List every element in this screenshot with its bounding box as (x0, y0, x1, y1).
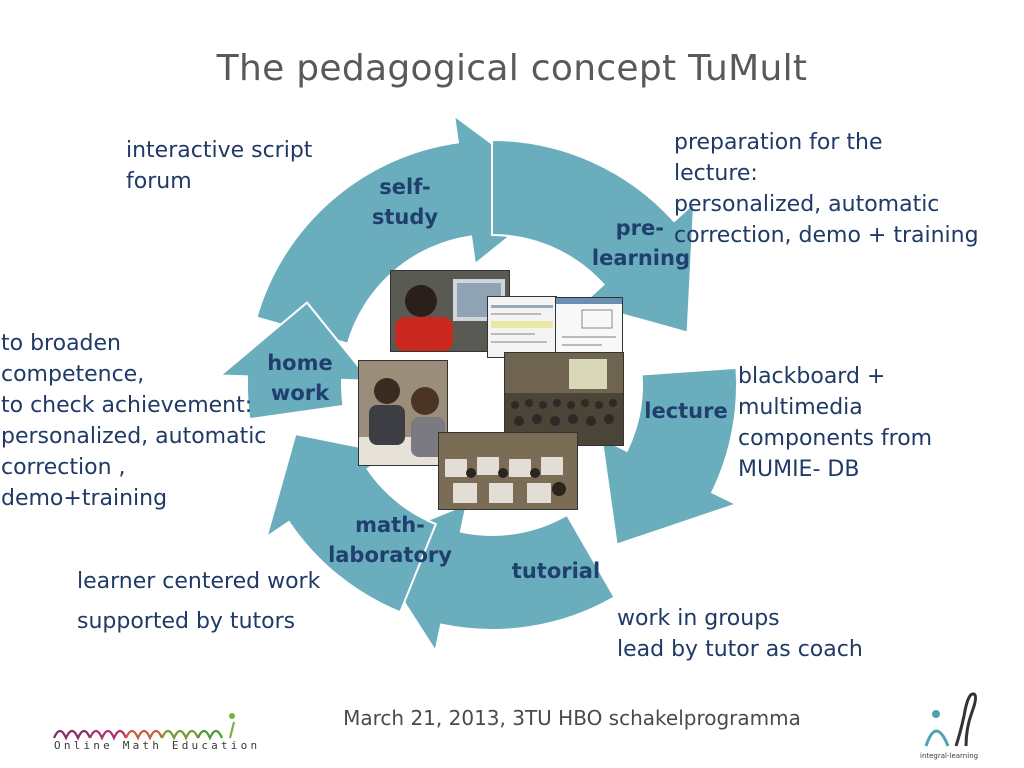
stage-label-self-study: self- study (360, 172, 450, 232)
note-tutorial: work in groups lead by tutor as coach (617, 603, 863, 665)
stage-label-lecture-line-1: lecture (644, 399, 728, 423)
note-homework-line-5: correction , (1, 455, 126, 480)
note-lecture-line-1: blackboard + (738, 364, 886, 389)
cycle-arrow-self-study (255, 113, 563, 345)
stage-label-homework: home work (258, 348, 342, 408)
note-homework-line-1: to broaden (1, 331, 121, 356)
note-tutorial-line-2: lead by tutor as coach (617, 637, 863, 662)
note-lecture-line-4: MUMIE- DB (738, 457, 860, 482)
photo-screenshot-exercise-image (488, 297, 556, 357)
photo-homework-students-image (359, 361, 447, 465)
note-self-study-line-1: interactive script (126, 138, 313, 163)
photo-screenshot-exercise (487, 296, 557, 358)
page-title: The pedagogical concept TuMult (216, 48, 808, 89)
photo-homework-students (358, 360, 448, 466)
stage-label-math-laboratory-line-2: laboratory (328, 543, 452, 567)
note-math-laboratory-line-2: supported by tutors (77, 609, 296, 634)
cycle-arrow-math-laboratory (264, 432, 438, 614)
note-math-laboratory: learner centered work supported by tutor… (77, 562, 320, 642)
cycle-arrow-pre-learning (491, 138, 696, 334)
note-homework-line-3: to check achievement: (1, 393, 253, 418)
note-tutorial-line-1: work in groups (617, 606, 780, 631)
online-math-education-logo-icon (52, 713, 236, 741)
note-pre-learning-line-2: lecture: (674, 161, 758, 186)
note-lecture-line-2: multimedia (738, 395, 863, 420)
note-lecture: blackboard + multimedia components from … (738, 361, 932, 485)
note-pre-learning-line-3: personalized, automatic (674, 192, 940, 217)
stage-label-tutorial-line-1: tutorial (511, 559, 601, 583)
note-homework: to broaden competence, to check achievem… (1, 328, 266, 514)
note-pre-learning-line-1: preparation for the (674, 130, 883, 155)
stage-label-self-study-line-1: self- (379, 175, 431, 199)
note-homework-line-2: competence, (1, 362, 145, 387)
photo-screenshot-matrix-image (556, 298, 622, 360)
stage-label-pre-learning-line-1: pre- (615, 216, 664, 240)
stage-label-homework-line-2: work (270, 381, 330, 405)
note-math-laboratory-line-1: learner centered work (77, 569, 321, 594)
cycle-arrow-lecture (600, 366, 740, 546)
stage-label-tutorial: tutorial (506, 556, 606, 586)
integral-learning-logo-text: integral-learning (920, 752, 979, 760)
footer-date: March 21, 2013, 3TU HBO schakelprogramma (343, 706, 801, 730)
stage-label-homework-line-1: home (267, 351, 333, 375)
note-homework-line-6: demo+training (1, 486, 168, 511)
integral-learning-logo-icon (924, 692, 978, 747)
cycle-arrows (217, 113, 740, 654)
note-homework-line-4: personalized, automatic (1, 424, 267, 449)
note-self-study-line-2: forum (126, 169, 192, 194)
online-math-education-logo-text: Online Math Education (54, 739, 261, 752)
note-pre-learning-line-4: correction, demo + training (674, 223, 979, 248)
photo-math-laboratory-image (439, 433, 577, 509)
photo-screenshot-matrix (555, 297, 623, 361)
stage-label-pre-learning-line-2: learning (591, 246, 690, 270)
stage-label-math-laboratory-line-1: math- (355, 513, 425, 537)
stage-label-self-study-line-2: study (371, 205, 439, 229)
stage-label-math-laboratory: math- laboratory (322, 510, 458, 570)
stage-label-pre-learning: pre- learning (586, 213, 690, 273)
note-self-study: interactive script forum (126, 135, 312, 197)
photo-math-laboratory (438, 432, 578, 510)
cycle-arrow-homework (217, 301, 373, 421)
note-pre-learning: preparation for the lecture: personalize… (674, 127, 979, 251)
stage-label-lecture: lecture (640, 396, 732, 426)
note-lecture-line-3: components from (738, 426, 933, 451)
